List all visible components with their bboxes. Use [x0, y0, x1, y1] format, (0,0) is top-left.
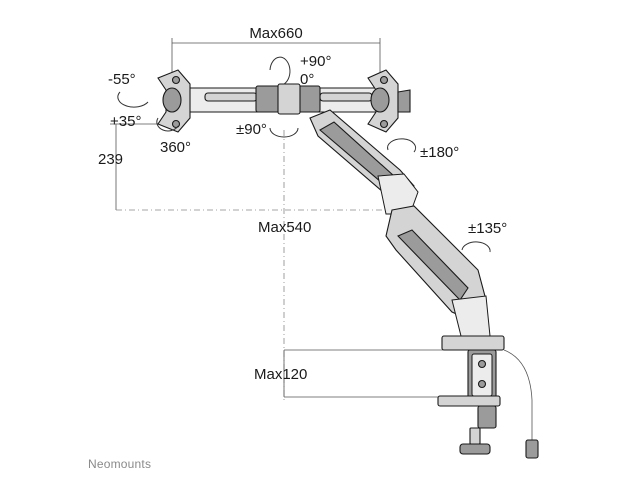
tilt-down-label: +35° [110, 113, 141, 130]
left-vesa-plate [157, 69, 191, 133]
desk-label: Max120 [254, 366, 307, 383]
base-joint-label: ±135° [468, 220, 507, 237]
swivel-mid-label: ±90° [236, 121, 267, 138]
rotation-indicators [117, 56, 491, 253]
dimension-lines [110, 38, 445, 400]
right-vesa-plate [367, 69, 411, 133]
desk-clamp [437, 335, 539, 459]
brand-label: Neomounts [88, 457, 151, 471]
arm-joint-label: ±180° [420, 144, 459, 161]
swivel-zero-label: 0° [300, 71, 314, 88]
gas-spring-arm [309, 109, 419, 215]
reach-label: Max540 [258, 219, 311, 236]
height-label: 239 [98, 151, 123, 168]
lower-arm [385, 205, 491, 341]
rotate-label: 360° [160, 139, 191, 156]
cross-bar [167, 83, 397, 115]
swivel-plus-label: +90° [300, 53, 331, 70]
width-label: Max660 [249, 25, 302, 42]
tilt-up-label: -55° [108, 71, 136, 88]
